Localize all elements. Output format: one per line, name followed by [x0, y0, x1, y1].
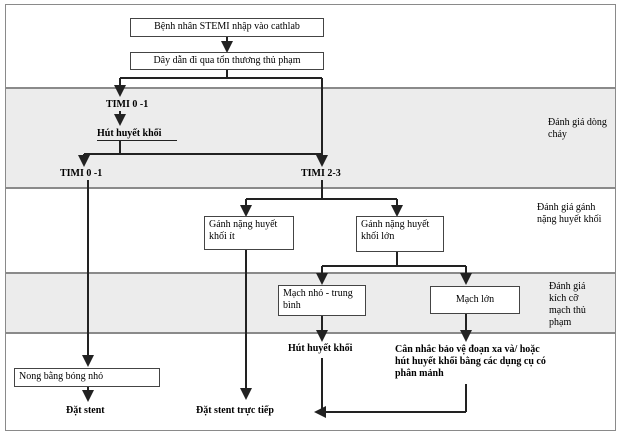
eval-vessel-label: Đánh giá kích cỡ mạch thủ phạm — [549, 281, 586, 328]
balloon-text: Nong bằng bóng nhỏ — [19, 371, 104, 382]
aspiration-bottom-label: Hút huyết khối — [288, 343, 353, 354]
thrombus-large-box: Gánh nặng huyết khối lớn — [356, 216, 444, 252]
small-vessel-text: Mạch nhỏ - trung bình — [283, 288, 353, 311]
direct-stent-label: Đặt stent trực tiếp — [196, 405, 274, 416]
thrombus-small-box: Gánh nặng huyết khối ít — [204, 216, 294, 250]
eval-thrombus-label: Đánh giá gánh nặng huyết khối — [537, 202, 602, 225]
wire-box: Dây dẫn đi qua tổn thương thủ phạm — [130, 52, 324, 70]
wire-text: Dây dẫn đi qua tổn thương thủ phạm — [153, 55, 301, 66]
stemi-text: Bệnh nhân STEMI nhập vào cathlab — [154, 21, 300, 32]
large-vessel-text: Mạch lớn — [455, 294, 495, 305]
timi01-left-label: TIMI 0 -1 — [60, 168, 103, 179]
aspiration-top-label: Hút huyết khối — [97, 128, 177, 141]
timi23-label: TIMI 2-3 — [301, 168, 341, 179]
eval-flow-label: Đánh giá dòng chảy — [548, 117, 607, 140]
balloon-box: Nong bằng bóng nhỏ — [14, 368, 160, 387]
timi01-top-label: TIMI 0 -1 — [106, 99, 149, 110]
band-middle — [5, 188, 616, 273]
consider-label: Cân nhắc bảo vệ đoạn xa và/ hoặc hút huy… — [395, 344, 553, 380]
band-flow — [5, 88, 616, 188]
stemi-box: Bệnh nhân STEMI nhập vào cathlab — [130, 18, 324, 37]
stent-label: Đặt stent — [66, 405, 105, 416]
large-vessel-box: Mạch lớn — [430, 286, 520, 314]
thrombus-small-text: Gánh nặng huyết khối ít — [209, 219, 278, 242]
thrombus-large-text: Gánh nặng huyết khối lớn — [361, 219, 430, 242]
small-vessel-box: Mạch nhỏ - trung bình — [278, 285, 366, 316]
